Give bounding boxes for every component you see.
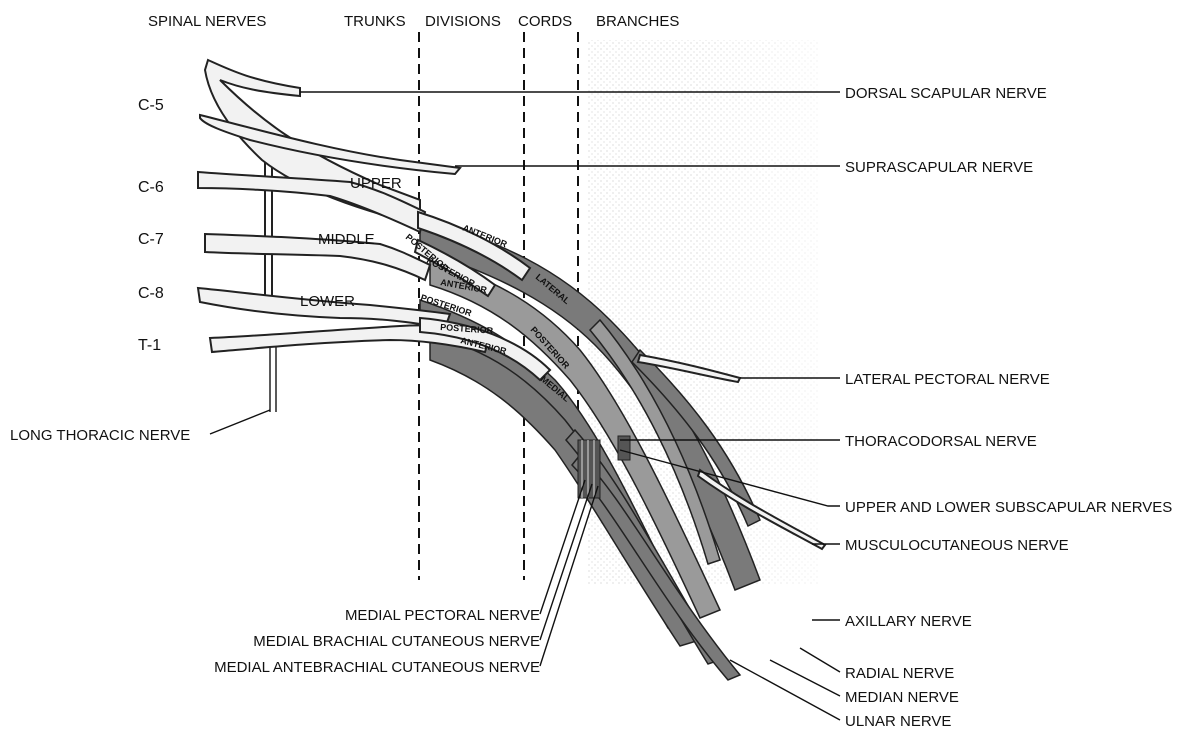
label-musculocutaneous-nerve: MUSCULOCUTANEOUS NERVE <box>845 537 1069 554</box>
label-dorsal-scapular-nerve: DORSAL SCAPULAR NERVE <box>845 85 1047 102</box>
label-radial-nerve: RADIAL NERVE <box>845 665 954 682</box>
roots-and-trunks <box>198 60 550 380</box>
label-medial-antebrachial-cutaneous-nerve: MEDIAL ANTEBRACHIAL CUTANEOUS NERVE <box>214 659 540 676</box>
label-lateral-pectoral-nerve: LATERAL PECTORAL NERVE <box>845 371 1050 388</box>
trunk-label-middle: MIDDLE <box>318 231 375 248</box>
root-label-c6: C-6 <box>138 179 164 196</box>
header-divisions: DIVISIONS <box>425 13 501 30</box>
label-thoracodorsal-nerve: THORACODORSAL NERVE <box>845 433 1037 450</box>
label-axillary-nerve: AXILLARY NERVE <box>845 613 972 630</box>
root-label-c5: C-5 <box>138 97 164 114</box>
trunk-label-lower: LOWER <box>300 293 355 310</box>
label-medial-pectoral-nerve: MEDIAL PECTORAL NERVE <box>345 607 540 624</box>
label-median-nerve: MEDIAN NERVE <box>845 689 959 706</box>
root-label-t1: T-1 <box>138 337 161 354</box>
root-label-c7: C-7 <box>138 231 164 248</box>
label-ulnar-nerve: ULNAR NERVE <box>845 713 951 730</box>
header-spinal-nerves: SPINAL NERVES <box>148 13 266 30</box>
trunk-label-upper: UPPER <box>350 175 402 192</box>
header-trunks: TRUNKS <box>344 13 406 30</box>
root-label-c8: C-8 <box>138 285 164 302</box>
label-long-thoracic-nerve: LONG THORACIC NERVE <box>10 427 190 444</box>
label-medial-brachial-cutaneous-nerve: MEDIAL BRACHIAL CUTANEOUS NERVE <box>253 633 540 650</box>
header-branches: BRANCHES <box>596 13 679 30</box>
header-cords: CORDS <box>518 13 572 30</box>
label-suprascapular-nerve: SUPRASCAPULAR NERVE <box>845 159 1033 176</box>
label-subscapular-nerves: UPPER AND LOWER SUBSCAPULAR NERVES <box>845 499 1172 516</box>
